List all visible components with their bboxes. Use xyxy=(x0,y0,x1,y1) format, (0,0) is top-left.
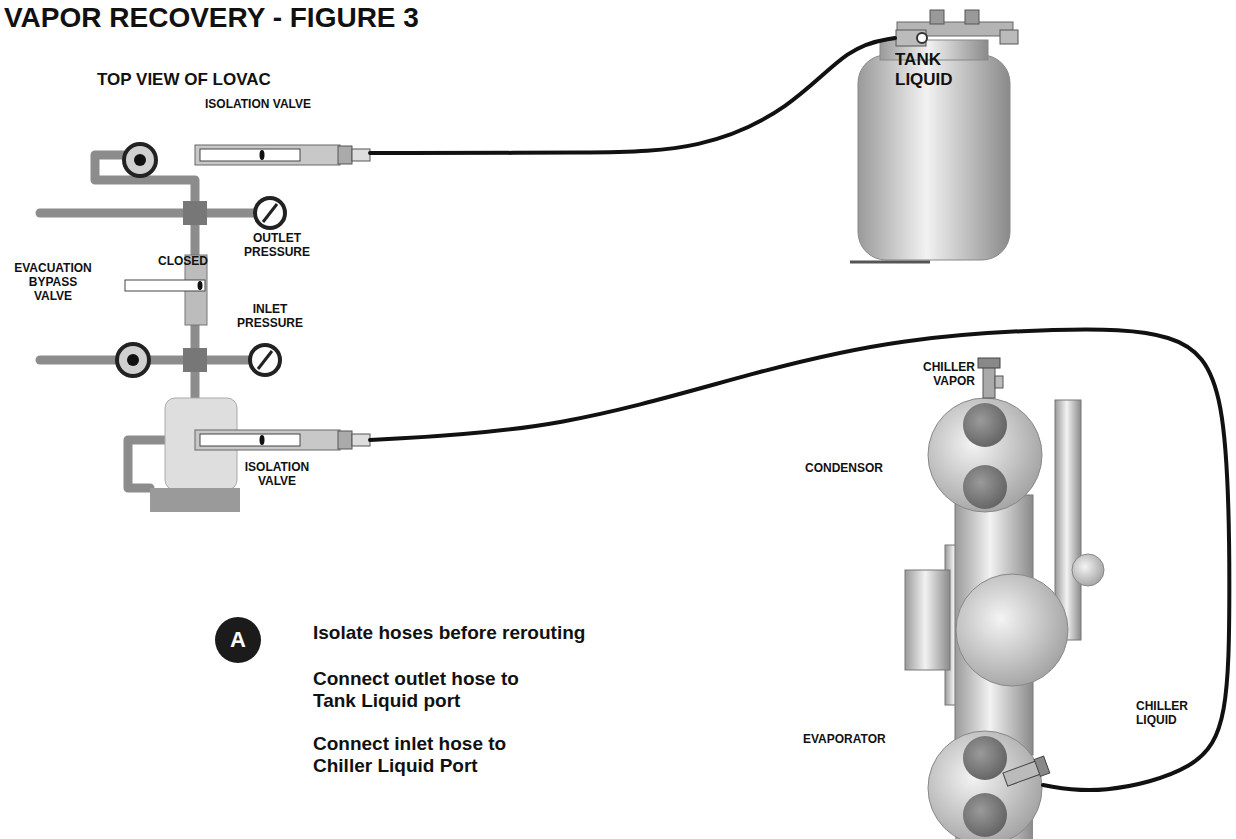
valve-callout: ISOLATION VALVE xyxy=(196,96,370,166)
refrigerant-tank xyxy=(917,33,927,43)
isolation-valve-symbol xyxy=(134,154,146,166)
pressure-gauges xyxy=(183,348,207,372)
view-caption: TOP VIEW OF LOVAC xyxy=(97,70,271,90)
pressure-gauges xyxy=(127,354,139,366)
chiller-unit xyxy=(905,398,1104,839)
figure-title: VAPOR RECOVERY - FIGURE 3 xyxy=(4,2,419,34)
refrigerant-tank xyxy=(1000,30,1018,44)
vapor-port xyxy=(995,376,1003,388)
chiller-unit xyxy=(928,398,1042,512)
filter-cylinder xyxy=(150,488,240,512)
node-label: TANK LIQUID xyxy=(895,50,967,89)
refrigerant-tank xyxy=(896,30,926,46)
node-label: CHILLER LIQUID xyxy=(1136,700,1206,728)
port-label: CHILLER VAPOR xyxy=(895,361,975,389)
isolation-valve-symbol xyxy=(200,149,300,161)
part-label: EVAPORATOR xyxy=(803,733,886,747)
isolation-valve-symbol xyxy=(195,145,340,165)
tank-box: TANK LIQUID xyxy=(895,20,1013,265)
pressure-gauges xyxy=(117,344,149,376)
isolation-valve-symbol xyxy=(338,146,352,164)
isolation-valve-symbol xyxy=(260,150,265,160)
isolation-valve-symbol xyxy=(200,434,300,446)
lovac-pipes xyxy=(191,225,200,255)
isolation-valve-symbol xyxy=(260,435,265,445)
port-callout: CHILLER LIQUID xyxy=(1008,698,1208,785)
isolation-valve-symbol xyxy=(352,434,370,446)
hose-line xyxy=(370,329,1229,790)
gauge-label: INLET PRESSURE xyxy=(230,303,310,331)
refrigerant-tank xyxy=(850,10,1018,262)
chiller-unit xyxy=(963,793,1007,837)
lovac-pipes xyxy=(128,440,165,488)
isolation-valve-symbol xyxy=(352,149,370,161)
chiller-unit xyxy=(963,403,1007,447)
isolation-valve-symbol xyxy=(195,430,340,450)
filter-cylinder xyxy=(150,398,240,512)
step-badge: A xyxy=(215,617,261,663)
lovac-pipes xyxy=(207,209,255,218)
vapor-port xyxy=(983,366,995,398)
chiller-unit xyxy=(963,736,1007,780)
lovac-pipes xyxy=(40,356,183,365)
liquid-port xyxy=(1034,756,1050,776)
chiller-unit xyxy=(905,570,950,670)
instruction-note: Isolate hoses before rerouting xyxy=(313,622,585,644)
chiller-unit xyxy=(963,465,1007,509)
valve-label: EVACUATION BYPASS VALVE xyxy=(11,262,95,303)
isolation-valve-symbol xyxy=(124,144,370,176)
isolation-valve-symbol xyxy=(124,144,156,176)
bypass-valve-symbol xyxy=(198,281,203,290)
lovac-pipes xyxy=(191,325,200,350)
refrigerant-tank xyxy=(965,10,979,24)
isolation-valve-symbol xyxy=(195,430,370,450)
instruction-note: Connect outlet hose to Tank Liquid port xyxy=(313,668,563,712)
node-label: ISOLATION VALVE xyxy=(205,98,355,112)
valve-callout: ISOLATION VALVE xyxy=(196,425,370,493)
chiller-unit xyxy=(956,574,1068,686)
isolation-valve-symbol xyxy=(338,431,352,449)
vapor-port xyxy=(978,358,1003,398)
pressure-gauges xyxy=(250,345,280,375)
valve-state: CLOSED xyxy=(158,255,208,269)
lovac-pipes xyxy=(207,356,250,365)
lovac-pipes xyxy=(191,372,200,400)
pressure-gauges xyxy=(258,351,272,369)
instruction-note: Connect inlet hose to Chiller Liquid Por… xyxy=(313,733,563,777)
refrigerant-tank xyxy=(850,261,930,264)
step-letter: A xyxy=(230,627,246,652)
vapor-port xyxy=(978,358,1000,368)
pressure-gauges xyxy=(263,204,277,222)
bypass-valve-symbol xyxy=(125,280,205,291)
part-label: CONDENSOR xyxy=(805,462,883,476)
pressure-gauges xyxy=(117,198,285,376)
chiller-unit xyxy=(928,731,1042,839)
pressure-gauges xyxy=(183,201,207,225)
refrigerant-tank xyxy=(930,10,944,24)
lovac-pipes xyxy=(40,209,185,218)
node-label: ISOLATION VALVE xyxy=(236,461,318,489)
chiller-unit xyxy=(1072,554,1104,586)
hose-line xyxy=(370,38,895,153)
gauge-label: OUTLET PRESSURE xyxy=(237,232,317,260)
pressure-gauges xyxy=(255,198,285,228)
lovac-pipes xyxy=(95,155,195,205)
